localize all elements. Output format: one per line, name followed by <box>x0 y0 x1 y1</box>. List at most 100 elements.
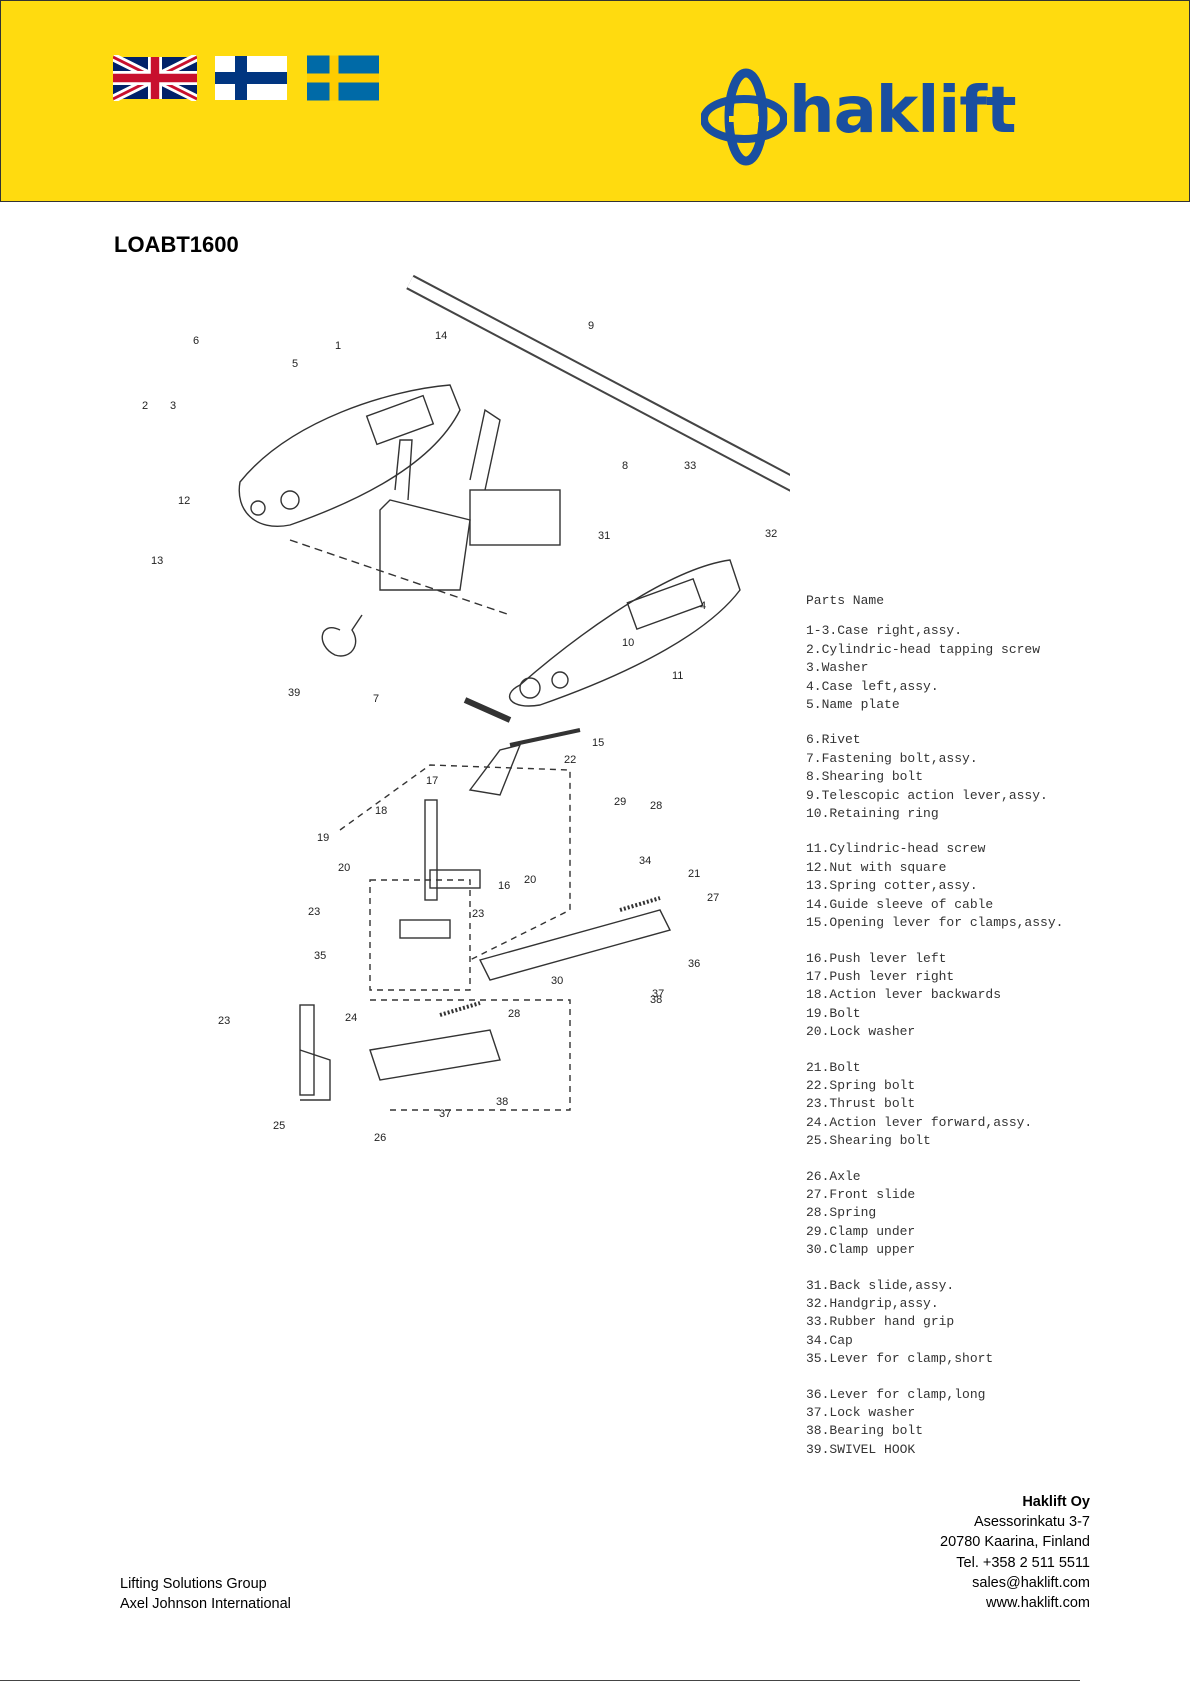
callout-15: 15 <box>592 737 605 749</box>
part-item: 9.Telescopic action lever,assy. <box>806 787 1048 803</box>
document-title: LOABT1600 <box>114 232 239 257</box>
parts-group-5: 21.Bolt 22.Spring bolt 23.Thrust bolt 24… <box>806 1059 1106 1151</box>
callout-18: 18 <box>375 805 388 817</box>
uk-flag-icon[interactable] <box>113 55 197 101</box>
part-item: 34.Cap <box>806 1332 853 1348</box>
callout-38: 38 <box>650 994 663 1006</box>
callout-37: 37 <box>439 1108 452 1120</box>
parts-group-2: 6.Rivet 7.Fastening bolt,assy. 8.Shearin… <box>806 731 1106 823</box>
callout-9: 9 <box>588 320 595 332</box>
logo-wordmark: haklift <box>789 74 1017 148</box>
company-address: Haklift Oy Asessorinkatu 3-7 20780 Kaari… <box>940 1492 1090 1613</box>
callout-28: 28 <box>508 1008 521 1020</box>
callout-13: 13 <box>151 555 164 567</box>
parts-list: Parts Name 1-3.Case right,assy. 2.Cylind… <box>806 592 1106 1476</box>
callout-23: 23 <box>308 906 321 918</box>
part-item: 14.Guide sleeve of cable <box>806 896 994 912</box>
callout-25: 25 <box>273 1120 286 1132</box>
part-item: 4.Case left,assy. <box>806 678 939 694</box>
haklift-logo-icon <box>700 68 788 166</box>
part-item: 8.Shearing bolt <box>806 769 924 785</box>
part-item: 37.Lock washer <box>806 1405 916 1421</box>
parts-group-1: 1-3.Case right,assy. 2.Cylindric-head ta… <box>806 622 1106 714</box>
callout-34: 34 <box>639 855 652 867</box>
part-item: 36.Lever for clamp,long <box>806 1386 986 1402</box>
phone-number: Tel. +358 2 511 5511 <box>956 1554 1090 1571</box>
street-address: Asessorinkatu 3-7 <box>973 1514 1090 1531</box>
part-item: 3.Washer <box>806 660 869 676</box>
callout-38: 38 <box>496 1096 509 1108</box>
group-line-2: Axel Johnson International <box>120 1596 291 1613</box>
part-item: 15.Opening lever for clamps,assy. <box>806 915 1064 931</box>
part-item: 30.Clamp upper <box>806 1242 916 1258</box>
part-item: 21.Bolt <box>806 1059 861 1075</box>
header-banner: haklift <box>0 0 1190 202</box>
callout-22: 22 <box>564 754 577 766</box>
callout-30: 30 <box>551 975 564 987</box>
part-item: 7.Fastening bolt,assy. <box>806 750 978 766</box>
group-line-1: Lifting Solutions Group <box>120 1576 267 1592</box>
callout-19: 19 <box>317 832 330 844</box>
callout-14: 14 <box>435 330 448 342</box>
part-item: 5.Name plate <box>806 697 900 713</box>
part-item: 2.Cylindric-head tapping screw <box>806 641 1041 657</box>
finland-flag-icon[interactable] <box>215 55 287 101</box>
parts-list-heading: Parts Name <box>806 593 885 608</box>
part-item: 23.Thrust bolt <box>806 1096 916 1112</box>
callout-20: 20 <box>338 862 351 874</box>
callout-31: 31 <box>598 530 611 542</box>
callout-6: 6 <box>193 335 200 347</box>
email-address[interactable]: sales@haklift.com <box>972 1574 1090 1591</box>
callout-11: 11 <box>672 670 684 682</box>
part-item: 32.Handgrip,assy. <box>806 1296 939 1311</box>
part-item: 20.Lock washer <box>806 1024 916 1040</box>
callout-33: 33 <box>684 460 697 472</box>
callout-29: 29 <box>614 796 627 808</box>
website-link[interactable]: www.haklift.com <box>986 1595 1090 1612</box>
part-item: 17.Push lever right <box>806 968 955 984</box>
part-item: 6.Rivet <box>806 732 861 748</box>
callout-35: 35 <box>314 950 327 962</box>
callout-4: 4 <box>700 600 707 612</box>
group-info: Lifting Solutions Group Axel Johnson Int… <box>120 1574 291 1614</box>
callout-36: 36 <box>688 958 701 970</box>
sweden-flag-icon[interactable] <box>307 55 379 101</box>
parts-group-7: 31.Back slide,assy. 32.Handgrip,assy. 33… <box>806 1277 1106 1369</box>
part-item: 19.Bolt <box>806 1005 861 1021</box>
part-item: 39.SWIVEL HOOK <box>806 1441 916 1457</box>
part-item: 18.Action lever backwards <box>806 987 1002 1003</box>
part-item: 22.Spring bolt <box>806 1077 916 1093</box>
part-item: 35.Lever for clamp,short <box>806 1351 994 1367</box>
callout-21: 21 <box>688 868 701 880</box>
callout-37: 37 <box>652 988 665 1000</box>
city-address: 20780 Kaarina, Finland <box>940 1534 1090 1551</box>
callout-8: 8 <box>622 460 629 472</box>
part-item: 27.Front slide <box>806 1186 916 1202</box>
callout-2: 2 <box>142 400 149 412</box>
callout-3: 3 <box>170 400 177 412</box>
callout-7: 7 <box>373 693 380 705</box>
callout-39: 39 <box>288 687 301 699</box>
callout-27: 27 <box>707 892 720 904</box>
part-item: 12.Nut with square <box>806 859 947 875</box>
part-item: 28.Spring <box>806 1205 877 1221</box>
callout-17: 17 <box>426 775 439 787</box>
company-name: Haklift Oy <box>1022 1494 1090 1510</box>
part-item: 38.Bearing bolt <box>806 1423 924 1439</box>
callout-10: 10 <box>622 637 635 649</box>
parts-group-3: 11.Cylindric-head screw 12.Nut with squa… <box>806 840 1106 932</box>
callout-23: 23 <box>218 1015 231 1027</box>
part-item: 26.Axle <box>806 1168 861 1184</box>
part-item: 13.Spring cotter,assy. <box>806 878 978 894</box>
callout-23: 23 <box>472 908 485 920</box>
callout-24: 24 <box>345 1012 358 1024</box>
callout-32: 32 <box>765 528 778 540</box>
part-item: 29.Clamp under <box>806 1223 916 1239</box>
callout-16: 16 <box>498 880 511 892</box>
callout-5: 5 <box>292 358 299 370</box>
callout-12: 12 <box>178 495 191 507</box>
part-item: 16.Push lever left <box>806 950 947 966</box>
part-item: 31.Back slide,assy. <box>806 1277 955 1293</box>
parts-group-8: 36.Lever for clamp,long 37.Lock washer 3… <box>806 1386 1106 1460</box>
